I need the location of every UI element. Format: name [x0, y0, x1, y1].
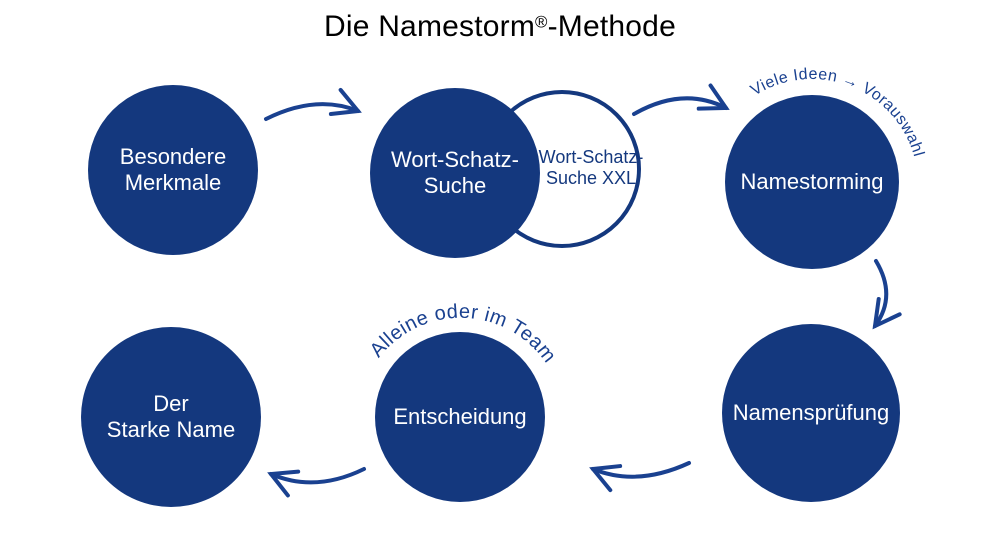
arrow-namenspruefung-to-entscheidung: [589, 461, 691, 493]
registered-trademark-symbol: ®: [535, 12, 548, 32]
arrow-wortschatz-to-namestorming: [632, 83, 730, 116]
node-namenspruefung: Namensprüfung: [722, 324, 900, 502]
arrow-namestorming-to-namenspruefung: [872, 259, 902, 330]
page-title: Die Namestorm®-Methode: [0, 10, 1000, 44]
node-entscheidung-label: Entscheidung: [393, 403, 527, 429]
node-wort-schatz-suche-xxl-label: Wort-Schatz- Suche XXL: [538, 147, 644, 189]
arrow-entscheidung-to-starkername: [267, 467, 366, 498]
node-namestorming-label: Namestorming: [740, 168, 884, 194]
node-namenspruefung-label: Namensprüfung: [732, 399, 890, 425]
node-wort-schatz-suche-label: Wort-Schatz- Suche: [391, 146, 519, 198]
node-entscheidung: Entscheidung: [375, 332, 545, 502]
arrow-merkmale-to-wortschatz: [264, 87, 362, 121]
node-besondere-merkmale: Besondere Merkmale: [88, 85, 258, 255]
node-der-starke-name: Der Starke Name: [81, 327, 261, 507]
node-namestorming: Namestorming: [725, 95, 899, 269]
page-title-text: Die Namestorm: [324, 10, 536, 43]
node-der-starke-name-label: Der Starke Name: [106, 390, 236, 442]
node-besondere-merkmale-label: Besondere Merkmale: [119, 143, 227, 195]
node-wort-schatz-suche: Wort-Schatz- Suche: [370, 88, 540, 258]
page-title-suffix: -Methode: [547, 10, 676, 43]
